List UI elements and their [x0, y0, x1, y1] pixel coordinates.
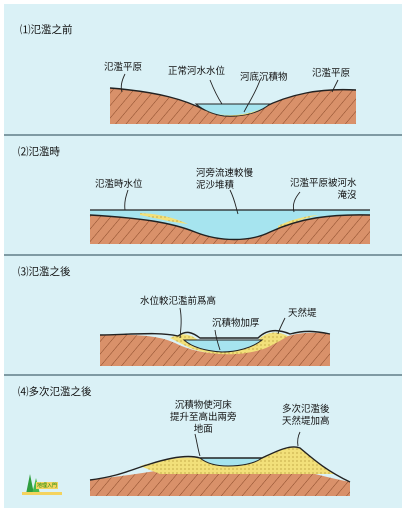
- ground-layer: [90, 470, 350, 496]
- panel-divider: [4, 134, 402, 136]
- label-higher-water-level: 水位較氾濫前爲高: [140, 296, 217, 307]
- bank-sediment: [140, 213, 188, 224]
- label-thicker-sediment: 沉積物加厚: [212, 318, 260, 329]
- ground-layer: [90, 214, 370, 244]
- panel-3-title: ⑶氾濫之後: [18, 266, 71, 278]
- riverbed-sediment: [204, 109, 260, 116]
- ground-surface: [99, 329, 331, 339]
- river-water: [194, 103, 272, 117]
- label-natural-levee: 天然堤: [288, 308, 317, 319]
- panel-divider: [4, 374, 402, 376]
- label-flood-water-level: 氾濫時水位: [95, 179, 143, 190]
- ground-layer: [110, 88, 356, 124]
- leader-lines: [120, 73, 339, 457]
- river-water: [198, 457, 264, 467]
- label-bank-deposition: 河旁流速較慢 泥沙堆積: [196, 168, 254, 191]
- diagram-frame: [4, 4, 402, 508]
- ground-surface: [89, 446, 351, 483]
- panel-4-title: ⑷多次氾濫之後: [18, 386, 92, 398]
- label-floodplain-right: 氾濫平原: [312, 68, 351, 79]
- panel-1-title: ⑴氾濫之前: [20, 24, 73, 36]
- panel-2-cross-section: [89, 209, 371, 244]
- panel-2-title: ⑵氾濫時: [18, 146, 60, 158]
- river-water: [182, 339, 264, 353]
- panel-divider: [4, 254, 402, 256]
- label-raised-riverbed: 沉積物使河床 提升至高出兩旁 地面: [170, 400, 237, 435]
- ground-surface: [89, 214, 371, 241]
- panel-4-cross-section: [89, 446, 351, 496]
- panel-1-cross-section: [109, 87, 357, 124]
- logo-text: 地理入門: [36, 482, 59, 489]
- panel-3-cross-section: [99, 329, 331, 366]
- label-floodplain-left: 氾濫平原: [104, 62, 143, 73]
- ground-layer: [100, 332, 330, 366]
- label-normal-water-level: 正常河水水位: [168, 66, 226, 77]
- label-riverbed-sediment: 河底沉積物: [240, 72, 288, 83]
- label-floodplain-submerged: 氾濫平原被河水 淹沒: [290, 178, 357, 201]
- label-higher-levee: 多次氾濫後 天然堤加高: [282, 404, 330, 427]
